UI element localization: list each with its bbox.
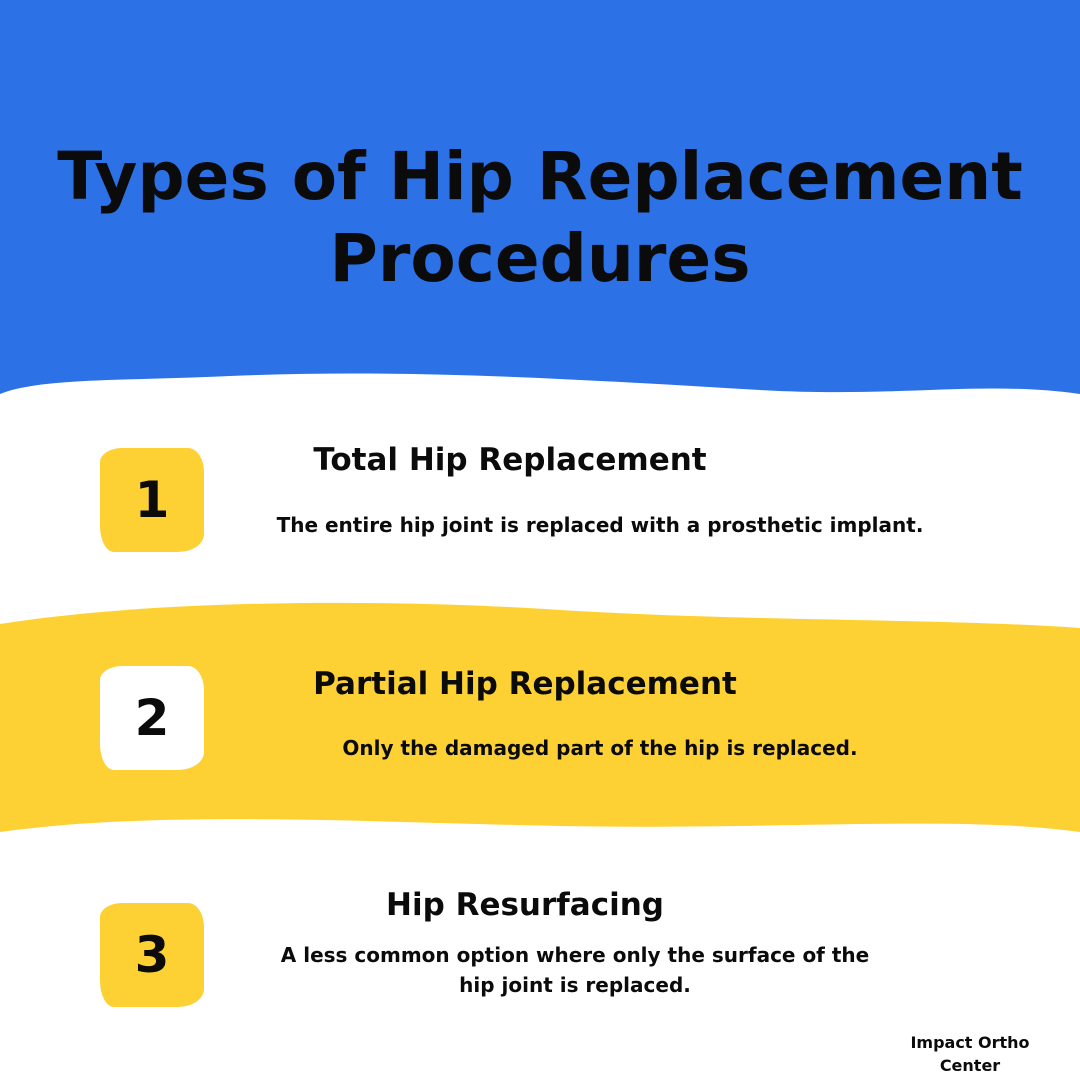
item-description-partial-hip: Only the damaged part of the hip is repl… (342, 736, 858, 760)
item-heading-total-hip: Total Hip Replacement (313, 442, 707, 478)
header-blue-band (0, 0, 1080, 394)
middle-yellow-band (0, 602, 1080, 832)
item-heading-partial-hip: Partial Hip Replacement (313, 666, 737, 702)
number-2: 2 (134, 689, 170, 747)
item-description-resurfacing: A less common option where only the surf… (280, 943, 870, 997)
number-1: 1 (134, 471, 170, 529)
number-badge-1: 1 (100, 448, 204, 552)
number-3: 3 (134, 926, 170, 984)
item-description-total-hip: The entire hip joint is replaced with a … (276, 513, 924, 537)
brand-footer: Impact Ortho Center (910, 1033, 1030, 1075)
number-badge-2: 2 (100, 666, 204, 770)
item-heading-resurfacing: Hip Resurfacing (386, 887, 664, 923)
page-title: Types of Hip Replacement Procedures (57, 138, 1023, 297)
number-badge-3: 3 (100, 903, 204, 1007)
